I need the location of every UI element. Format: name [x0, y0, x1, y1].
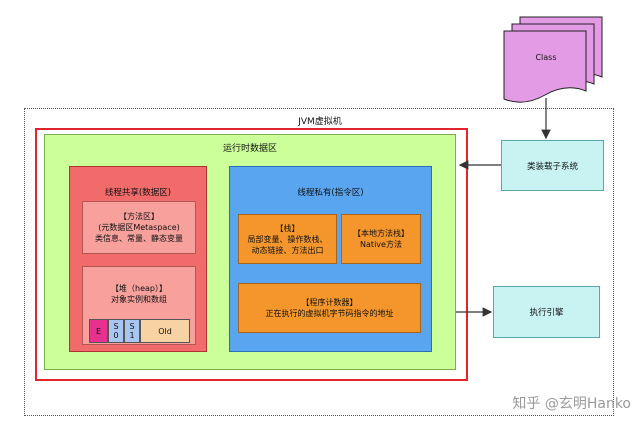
method-area-metaspace: (元数据区Metaspace): [98, 223, 180, 232]
survivor-0-digit: 0: [113, 331, 119, 340]
vm-stack: 【栈】 局部变量、操作数栈、 动态链接、方法出口: [238, 214, 337, 264]
method-area-heading: 【方法区】: [119, 212, 159, 221]
heap-survivor-1: S 1: [124, 319, 140, 343]
private-area-title: 线程私有(指令区): [297, 188, 364, 198]
program-counter: 【程序计数器】 正在执行的虚拟机字节码指令的地址: [238, 283, 421, 333]
stack-contents-1: 局部变量、操作数栈、: [247, 234, 328, 244]
eden-label: E: [95, 326, 102, 336]
program-counter-heading: 【程序计数器】: [301, 298, 358, 307]
watermark: 知乎 @玄明Hanko: [512, 396, 631, 412]
stack-contents-2: 动态链接、方法出口: [251, 245, 324, 255]
execution-engine: 执行引擎: [493, 286, 600, 338]
execution-engine-label: 执行引擎: [529, 308, 564, 318]
runtime-area-title: 运行时数据区: [222, 143, 277, 154]
jvm-boundary: [24, 108, 614, 416]
survivor-0-letter: S: [113, 322, 119, 331]
class-loader-subsystem: 类装载子系统: [501, 140, 604, 191]
survivor-1-letter: S: [129, 322, 135, 331]
heap-old-generation: Old: [140, 319, 190, 343]
heap-survivor-0: S 0: [108, 319, 124, 343]
method-area: 【方法区】 (元数据区Metaspace) 类信息、常量、静态变量: [82, 201, 196, 254]
program-counter-contents: 正在执行的虚拟机字节码指令的地址: [265, 309, 394, 318]
heap-subtitle: 对象实例和数组: [111, 295, 167, 304]
jvm-title: JVM虚拟机: [298, 116, 342, 127]
stack-heading: 【栈】: [275, 223, 300, 233]
class-loader-label: 类装载子系统: [526, 161, 578, 172]
native-method-stack: 【本地方法栈】 Native方法: [341, 214, 421, 264]
runtime-area-frame: [35, 128, 468, 381]
heap-eden: E: [89, 319, 108, 343]
survivor-1-digit: 1: [129, 331, 135, 340]
class-label: Class: [535, 52, 557, 62]
old-label: Old: [158, 326, 172, 336]
class-document-icon: [503, 16, 603, 103]
native-stack-heading: 【本地方法栈】: [353, 229, 409, 238]
heap-title: 【堆（heap）】: [111, 284, 167, 293]
native-stack-contents: Native方法: [360, 240, 402, 249]
shared-area-title: 线程共享(数据区): [104, 188, 172, 198]
method-area-contents: 类信息、常量、静态变量: [95, 234, 183, 243]
